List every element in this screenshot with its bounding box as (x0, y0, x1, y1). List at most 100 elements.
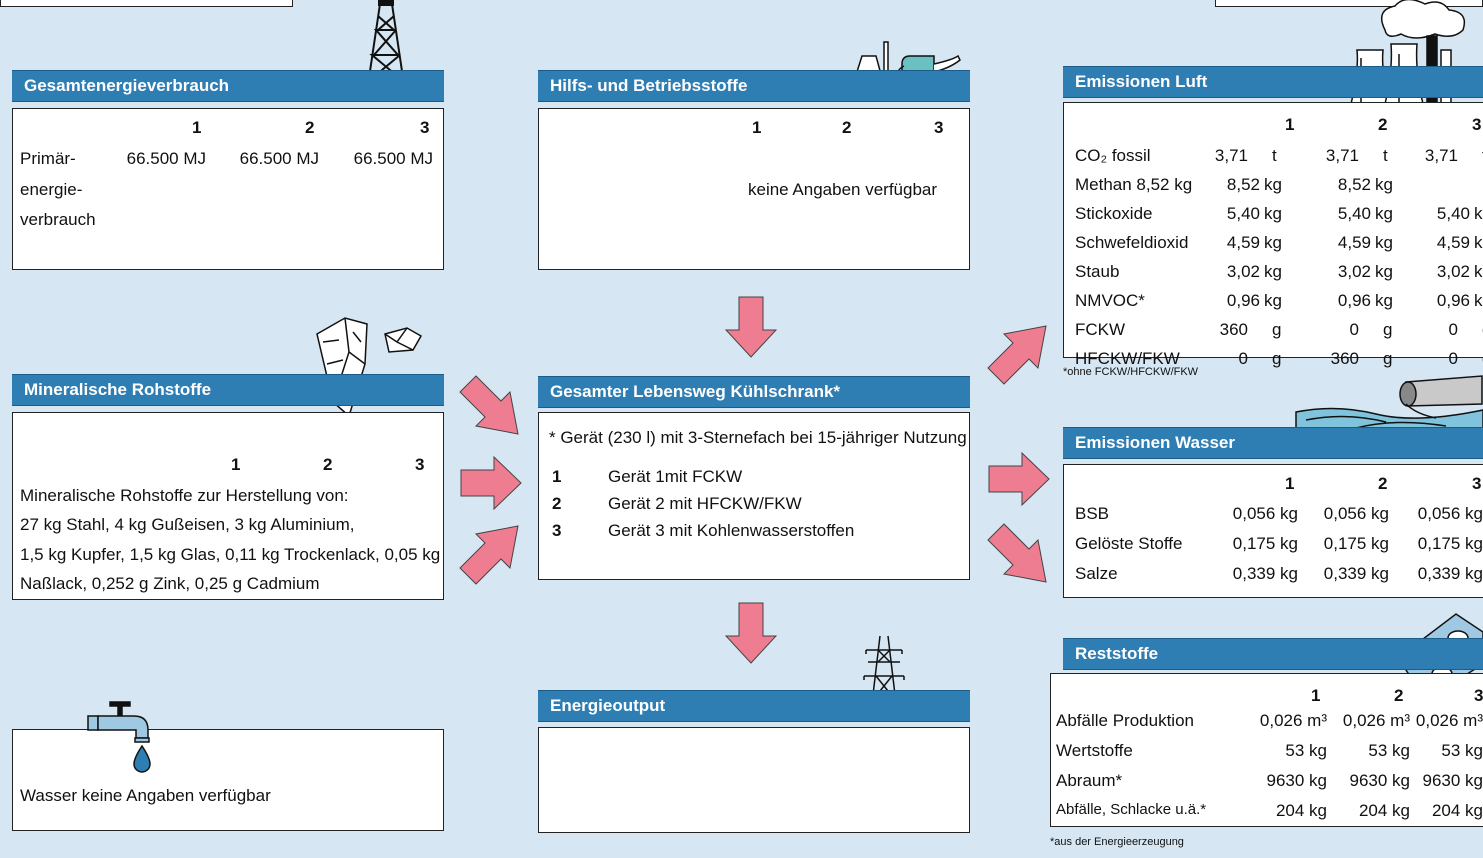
wasser-em-row-label: Salze (1075, 564, 1118, 583)
wasser-em-col-2: 2 (1378, 474, 1388, 493)
luft-row-unit: kg (1264, 262, 1282, 281)
arrow-diag-down-right-left (459, 375, 519, 435)
mineral-line-4: Naßlack, 0,252 g Zink, 0,25 g Cadmium (20, 574, 320, 593)
wasser-em-col-3: 3 (1472, 474, 1482, 493)
gesamtenergie-label-line-3: verbrauch (20, 210, 96, 229)
arrow-diag-down-right-right (987, 523, 1047, 583)
luft-col-3: 3 (1472, 115, 1482, 134)
luft-row-value: 0 (1349, 320, 1359, 339)
reststoffe-row-value: 0,026 m³ (1342, 711, 1410, 730)
hilfs-content (538, 108, 970, 270)
wasser-em-row-label: Gelöste Stoffe (1075, 534, 1183, 553)
luft-row-unit: kg (1375, 204, 1393, 223)
arrow-down-to-lebensweg (725, 296, 777, 358)
wasser-em-row-value: 0,175 kg (1417, 534, 1483, 553)
lebensweg-item-3-text: Gerät 3 mit Kohlenwasserstoffen (608, 521, 855, 540)
lebensweg-item-2-text: Gerät 2 mit HFCKW/FKW (608, 494, 802, 513)
luft-col-2: 2 (1378, 115, 1388, 134)
reststoffe-footnote: *aus der Energieerzeugung (1050, 836, 1184, 848)
arrow-diag-up-right-left (459, 525, 519, 585)
mineral-col-1: 1 (231, 455, 241, 474)
hilfs-col-1: 1 (752, 118, 762, 137)
luft-row-value: 3,02 (1337, 262, 1371, 281)
lebensweg-item-1-num: 1 (552, 467, 562, 486)
reststoffe-row-value: 204 kg (1358, 801, 1410, 820)
mineral-title: Mineralische Rohstoffe (24, 380, 212, 399)
reststoffe-content (1050, 673, 1483, 827)
wasser-em-row-label: BSB (1075, 504, 1110, 523)
luft-row-value: 0 (1448, 320, 1458, 339)
luft-row-value: 5,40 (1226, 204, 1260, 223)
water-tap-icon (87, 701, 151, 773)
luft-row-unit: kg (1264, 233, 1282, 252)
luft-row-value: 3,71 (1424, 146, 1458, 165)
luft-row-unit: g (1383, 320, 1393, 339)
energieoutput-content (538, 727, 970, 833)
luft-row-value: 0,96 (1226, 291, 1260, 310)
reststoffe-row-label: Abraum* (1056, 771, 1123, 790)
luft-row-value: 0 (1448, 349, 1458, 368)
luft-row-value: 3,02 (1226, 262, 1260, 281)
luft-row-unit: g (1383, 349, 1393, 368)
reststoffe-col-3: 3 (1474, 686, 1483, 705)
luft-row-value: 360 (1219, 320, 1248, 339)
reststoffe-row-value: 9630 kg (1266, 771, 1328, 790)
luft-row-label: FCKW (1075, 320, 1126, 339)
energieoutput-header: Energieoutput (538, 690, 970, 722)
wasser-em-row-value: 0,175 kg (1232, 534, 1298, 553)
mineral-line-3: 1,5 kg Kupfer, 1,5 kg Glas, 0,11 kg Troc… (20, 545, 441, 564)
reststoffe-row-value: 204 kg (1431, 801, 1483, 820)
wasser-em-row-value: 0,175 kg (1323, 534, 1389, 553)
luft-row-unit: t (1272, 146, 1277, 165)
luft-row-label: Stickoxide (1075, 204, 1153, 223)
wasser-em-row-value: 0,056 kg (1417, 504, 1483, 523)
lebensweg-header: Gesamter Lebensweg Kühlschrank* (538, 376, 970, 408)
lebensweg-item-2-num: 2 (552, 494, 562, 513)
wasser-em-row-value: 0,056 kg (1232, 504, 1298, 523)
lebensweg-item-1-text: Gerät 1mit FCKW (608, 467, 743, 486)
luft-row-unit: kg (1264, 291, 1282, 310)
wasser-em-header: Emissionen Wasser (1063, 427, 1483, 459)
luft-row-unit: kg (1474, 262, 1483, 281)
luft-row-label: Methan 8,52 kg (1075, 175, 1193, 194)
luft-row-unit: g (1272, 320, 1282, 339)
luft-title: Emissionen Luft (1075, 72, 1208, 91)
reststoffe-row-label: Abfälle, Schlacke u.ä.* (1056, 801, 1207, 818)
luft-row-label: NMVOC* (1075, 291, 1145, 310)
luft-row-value: 0 (1238, 349, 1248, 368)
lebensweg-content (538, 412, 970, 580)
luft-row-value: 8,52 (1337, 175, 1371, 194)
mineral-line-2: 27 kg Stahl, 4 kg Gußeisen, 3 kg Alumini… (20, 515, 355, 534)
reststoffe-col-1: 1 (1311, 686, 1321, 705)
wasser-em-row-value: 0,339 kg (1323, 564, 1389, 583)
hilfs-col-3: 3 (934, 118, 944, 137)
luft-row-unit: kg (1375, 262, 1393, 281)
luft-row-unit: kg (1375, 233, 1393, 252)
luft-row-unit: kg (1474, 291, 1483, 310)
reststoffe-row-value: 0,026 m³ (1415, 711, 1483, 730)
luft-row-unit: kg (1375, 291, 1393, 310)
wastewater-pipe-icon (1295, 375, 1483, 435)
luft-row-value: 5,40 (1436, 204, 1470, 223)
wasser-em-content (1063, 464, 1483, 598)
luft-col-1: 1 (1285, 115, 1295, 134)
gesamtenergie-label-line-1: Primär- (20, 149, 76, 168)
gesamtenergie-content (12, 108, 444, 270)
reststoffe-row-value: 9630 kg (1422, 771, 1483, 790)
luft-row-value: 4,59 (1226, 233, 1260, 252)
gesamtenergie-title: Gesamtenergieverbrauch (24, 76, 230, 95)
reststoffe-row-value: 9630 kg (1349, 771, 1411, 790)
luft-row-label: HFCKW/FKW (1075, 349, 1180, 368)
gesamtenergie-value-3: 66.500 MJ (353, 149, 433, 168)
luft-row-value: 0,96 (1337, 291, 1371, 310)
wasser-em-row-value: 0,339 kg (1232, 564, 1298, 583)
power-pylon-icon (863, 635, 905, 721)
luft-content (1063, 102, 1483, 358)
luft-row-value: 8,52 (1226, 175, 1260, 194)
luft-row-value: 3,02 (1436, 262, 1470, 281)
lebensweg-title: Gesamter Lebensweg Kühlschrank* (550, 382, 841, 401)
gesamtenergie-header: Gesamtenergieverbrauch (12, 70, 444, 102)
luft-row-unit: kg (1375, 175, 1393, 194)
hilfs-header: Hilfs- und Betriebsstoffe (538, 70, 970, 102)
mineral-line-1: Mineralische Rohstoffe zur Herstellung v… (20, 486, 349, 505)
